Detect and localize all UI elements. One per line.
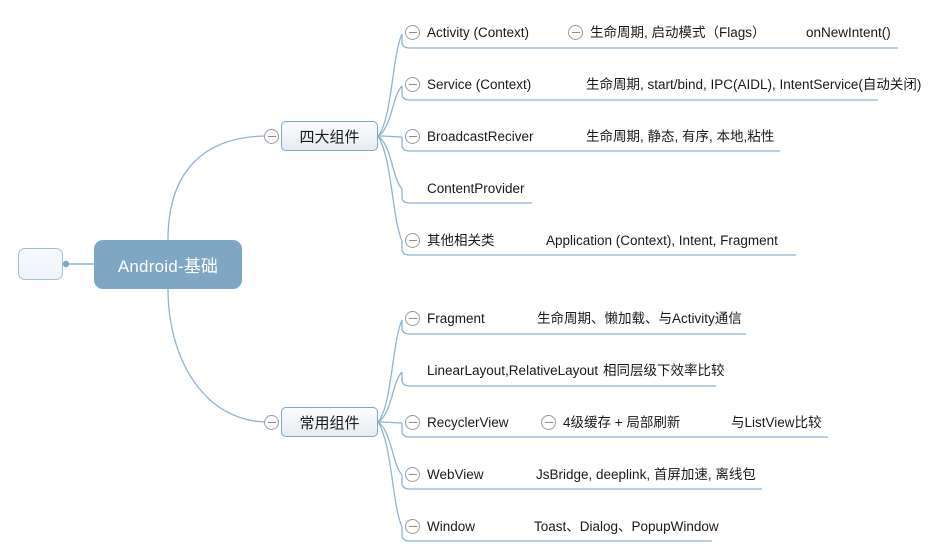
collapse-icon-branch-1[interactable]	[264, 415, 279, 430]
leaf-item-1-0[interactable]: Fragment	[427, 311, 485, 326]
leaf-detail-1-2-1[interactable]: 与ListView比较	[731, 415, 822, 430]
leaf-detail-1-2-0[interactable]: 4级缓存 + 局部刷新	[563, 415, 681, 430]
branch-node-1[interactable]: 常用组件	[281, 407, 378, 437]
root-stub-node[interactable]	[18, 248, 63, 280]
branch-node-1-label: 常用组件	[299, 414, 360, 432]
collapse-icon-item-0-2[interactable]	[405, 129, 420, 144]
leaf-detail-1-1-0[interactable]: 相同层级下效率比较	[603, 363, 725, 378]
collapse-icon-item-0-1[interactable]	[405, 77, 420, 92]
leaf-item-1-1[interactable]: LinearLayout,RelativeLayout	[427, 363, 599, 378]
collapse-icon-item-0-0[interactable]	[405, 25, 420, 40]
branch-node-0-label: 四大组件	[299, 128, 360, 146]
leaf-item-1-4[interactable]: Window	[427, 519, 476, 534]
leaf-detail-1-4-0[interactable]: Toast、Dialog、PopupWindow	[534, 519, 719, 534]
collapse-icon-item-1-0[interactable]	[405, 311, 420, 326]
branch-node-0[interactable]: 四大组件	[281, 121, 378, 151]
leaf-item-1-3[interactable]: WebView	[427, 467, 484, 482]
central-node[interactable]: Android-基础	[94, 240, 242, 289]
collapse-icon-item-0-4[interactable]	[405, 233, 420, 248]
leaf-detail-0-2-0[interactable]: 生命周期, 静态, 有序, 本地,粘性	[586, 129, 775, 144]
leaf-detail-0-0-0[interactable]: 生命周期, 启动模式（Flags）	[590, 25, 766, 40]
leaf-item-1-2[interactable]: RecyclerView	[427, 415, 509, 430]
leaf-detail-0-4-0[interactable]: Application (Context), Intent, Fragment	[546, 233, 778, 248]
collapse-icon-item-1-3[interactable]	[405, 467, 420, 482]
central-node-label: Android-基础	[117, 257, 219, 276]
collapse-icon-item-1-4[interactable]	[405, 519, 420, 534]
connector-dot	[62, 260, 70, 268]
leaf-item-0-1[interactable]: Service (Context)	[427, 77, 532, 92]
collapse-icon-branch-0[interactable]	[264, 129, 279, 144]
leaf-item-0-4[interactable]: 其他相关类	[427, 233, 495, 248]
collapse-icon-detail-1-2-0[interactable]	[541, 415, 556, 430]
leaf-detail-0-0-1[interactable]: onNewIntent()	[806, 25, 891, 40]
leaf-detail-1-0-0[interactable]: 生命周期、懒加载、与Activity通信	[537, 311, 742, 326]
leaf-detail-0-1-0[interactable]: 生命周期, start/bind, IPC(AIDL), IntentServi…	[586, 77, 922, 92]
leaf-item-0-3[interactable]: ContentProvider	[427, 181, 525, 196]
leaf-detail-1-3-0[interactable]: JsBridge, deeplink, 首屏加速, 离线包	[536, 467, 756, 482]
leaf-item-0-2[interactable]: BroadcastReciver	[427, 129, 534, 144]
collapse-icon-item-1-2[interactable]	[405, 415, 420, 430]
leaf-item-0-0[interactable]: Activity (Context)	[427, 25, 530, 40]
collapse-icon-detail-0-0-0[interactable]	[568, 25, 583, 40]
